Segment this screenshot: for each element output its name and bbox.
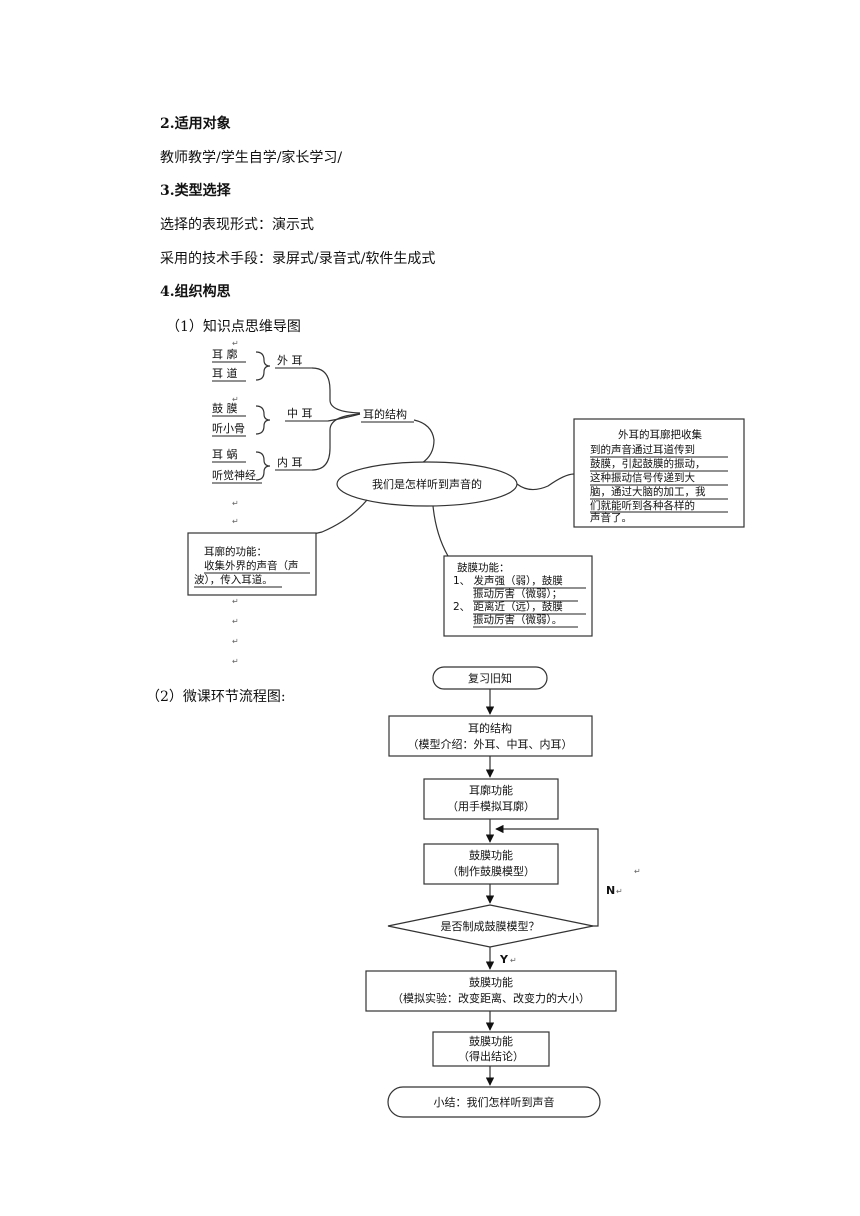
auricle-function-box <box>187 532 317 596</box>
svg-text:们就能听到各种各样的: 们就能听到各种各样的 <box>590 499 695 512</box>
flow-step-simulation-title: 鼓膜功能 <box>469 975 513 989</box>
subsection-1-title: （1）知识点思维导图 <box>166 319 301 335</box>
flow-step-ear-structure-detail: （模型介绍：外耳、中耳、内耳） <box>408 737 573 751</box>
section-2-title: 2.适用对象 <box>160 116 231 132</box>
svg-text:↵: ↵ <box>616 887 623 896</box>
section-4-title: 4.组织构思 <box>160 284 231 300</box>
part-ossicles: 听小骨 <box>212 422 245 435</box>
flow-step-make-eardrum <box>423 843 559 885</box>
left-box-text: 耳廓的功能： 收集外界的声音（声 波），传入耳道。 <box>194 545 299 586</box>
center-topic-label: 我们是怎样听到声音的 <box>372 477 482 491</box>
part-auricle: 耳 廓 <box>212 347 238 361</box>
label-inner-ear: 内 耳 <box>277 455 303 469</box>
flow-step-auricle-detail: （用手模拟耳廓） <box>447 799 535 813</box>
svg-text:到的声音通过耳道传到: 到的声音通过耳道传到 <box>590 443 695 456</box>
section-2-text: 教师教学/学生自学/家长学习/ <box>160 150 343 166</box>
svg-text:↵: ↵ <box>232 617 239 626</box>
svg-text:鼓膜功能：: 鼓膜功能： <box>457 561 510 574</box>
svg-text:脑，通过大脑的加工，我: 脑，通过大脑的加工，我 <box>590 485 706 498</box>
svg-text:振动厉害（微弱）；: 振动厉害（微弱）； <box>473 587 562 600</box>
svg-text:↵: ↵ <box>232 517 239 526</box>
svg-text:↵: ↵ <box>232 597 239 606</box>
flow-step-make-eardrum-title: 鼓膜功能 <box>469 848 513 862</box>
flow-start-label: 复习旧知 <box>468 671 512 685</box>
svg-text:↵: ↵ <box>232 499 239 508</box>
brace-outer <box>255 351 271 381</box>
svg-text:↵: ↵ <box>510 956 517 965</box>
svg-text:↵: ↵ <box>634 867 641 876</box>
right-explanation-box <box>573 418 745 528</box>
svg-text:2、 距离近（远），鼓膜: 2、 距离近（远），鼓膜 <box>453 600 563 613</box>
svg-text:鼓膜，引起鼓膜的振动，: 鼓膜，引起鼓膜的振动， <box>590 457 706 470</box>
flow-step-make-eardrum-detail: （制作鼓膜模型） <box>447 864 535 878</box>
flow-yes-label: Y <box>499 953 509 966</box>
flowchart: 复习旧知 耳的结构 （模型介绍：外耳、中耳、内耳） 耳廓功能 （用手模拟耳廓） … <box>365 666 641 1118</box>
svg-text:1、 发声强（弱），鼓膜: 1、 发声强（弱），鼓膜 <box>453 574 563 587</box>
flow-step-ear-structure <box>388 715 593 757</box>
svg-text:↵: ↵ <box>232 657 239 666</box>
eardrum-function-box <box>443 555 593 637</box>
flow-end-node <box>387 1086 601 1118</box>
label-middle-ear: 中 耳 <box>287 407 313 420</box>
right-box-text: 外耳的耳廓把收集 到的声音通过耳道传到 鼓膜，引起鼓膜的振动， 这种振动信号传递… <box>590 428 706 524</box>
svg-text:↵: ↵ <box>232 395 239 404</box>
flow-step-simulation-experiment <box>365 970 617 1012</box>
svg-text:↵: ↵ <box>232 339 239 348</box>
svg-text:波），传入耳道。: 波），传入耳道。 <box>194 573 273 586</box>
svg-text:↵: ↵ <box>232 637 239 646</box>
flow-step-auricle-function <box>423 778 559 820</box>
flow-step-simulation-detail: （模拟实验：改变距离、改变力的大小） <box>392 991 590 1005</box>
flow-step-conclusion-title: 鼓膜功能 <box>469 1034 513 1048</box>
flow-step-ear-structure-title: 耳的结构 <box>468 721 512 735</box>
section-3-title: 3.类型选择 <box>160 183 231 199</box>
section-3-line-2: 采用的技术手段：录屏式/录音式/软件生成式 <box>160 251 436 267</box>
part-eardrum: 鼓 膜 <box>212 401 238 415</box>
svg-text:这种振动信号传递到大: 这种振动信号传递到大 <box>590 471 695 484</box>
flow-step-conclusion <box>432 1031 550 1067</box>
part-ear-canal: 耳 道 <box>212 366 238 380</box>
flow-end-label: 小结：我们怎样听到声音 <box>434 1095 555 1109</box>
svg-text:收集外界的声音（声: 收集外界的声音（声 <box>204 559 299 572</box>
flow-step-auricle-title: 耳廓功能 <box>469 783 513 797</box>
flow-decision-label: 是否制成鼓膜模型？ <box>441 919 540 933</box>
mid-box-text: 鼓膜功能： 1、 发声强（弱），鼓膜 振动厉害（微弱）； 2、 距离近（远），鼓… <box>453 561 563 626</box>
flow-step-conclusion-detail: （得出结论） <box>458 1049 524 1063</box>
section-3-line-1: 选择的表现形式：演示式 <box>160 217 314 233</box>
svg-text:声音了。: 声音了。 <box>590 511 632 524</box>
subsection-2-title: （2）微课环节流程图: <box>146 689 286 705</box>
label-outer-ear: 外 耳 <box>277 354 303 367</box>
flow-no-label: N <box>606 884 615 897</box>
part-cochlea: 耳 蜗 <box>212 448 238 461</box>
svg-text:耳廓的功能：: 耳廓的功能： <box>204 545 267 558</box>
brace-middle <box>255 405 271 435</box>
label-ear-structure: 耳的结构 <box>363 407 407 421</box>
brace-inner <box>255 451 271 481</box>
svg-text:振动厉害（微弱）。: 振动厉害（微弱）。 <box>473 613 562 626</box>
mind-map: ↵ ↵ ↵ ↵ ↵ ↵ ↵ ↵ 耳 廓 耳 道 外 耳 鼓 膜 听小骨 中 耳 … <box>187 339 745 666</box>
part-auditory-nerve: 听觉神经 <box>212 468 256 482</box>
svg-text:外耳的耳廓把收集: 外耳的耳廓把收集 <box>618 428 702 441</box>
